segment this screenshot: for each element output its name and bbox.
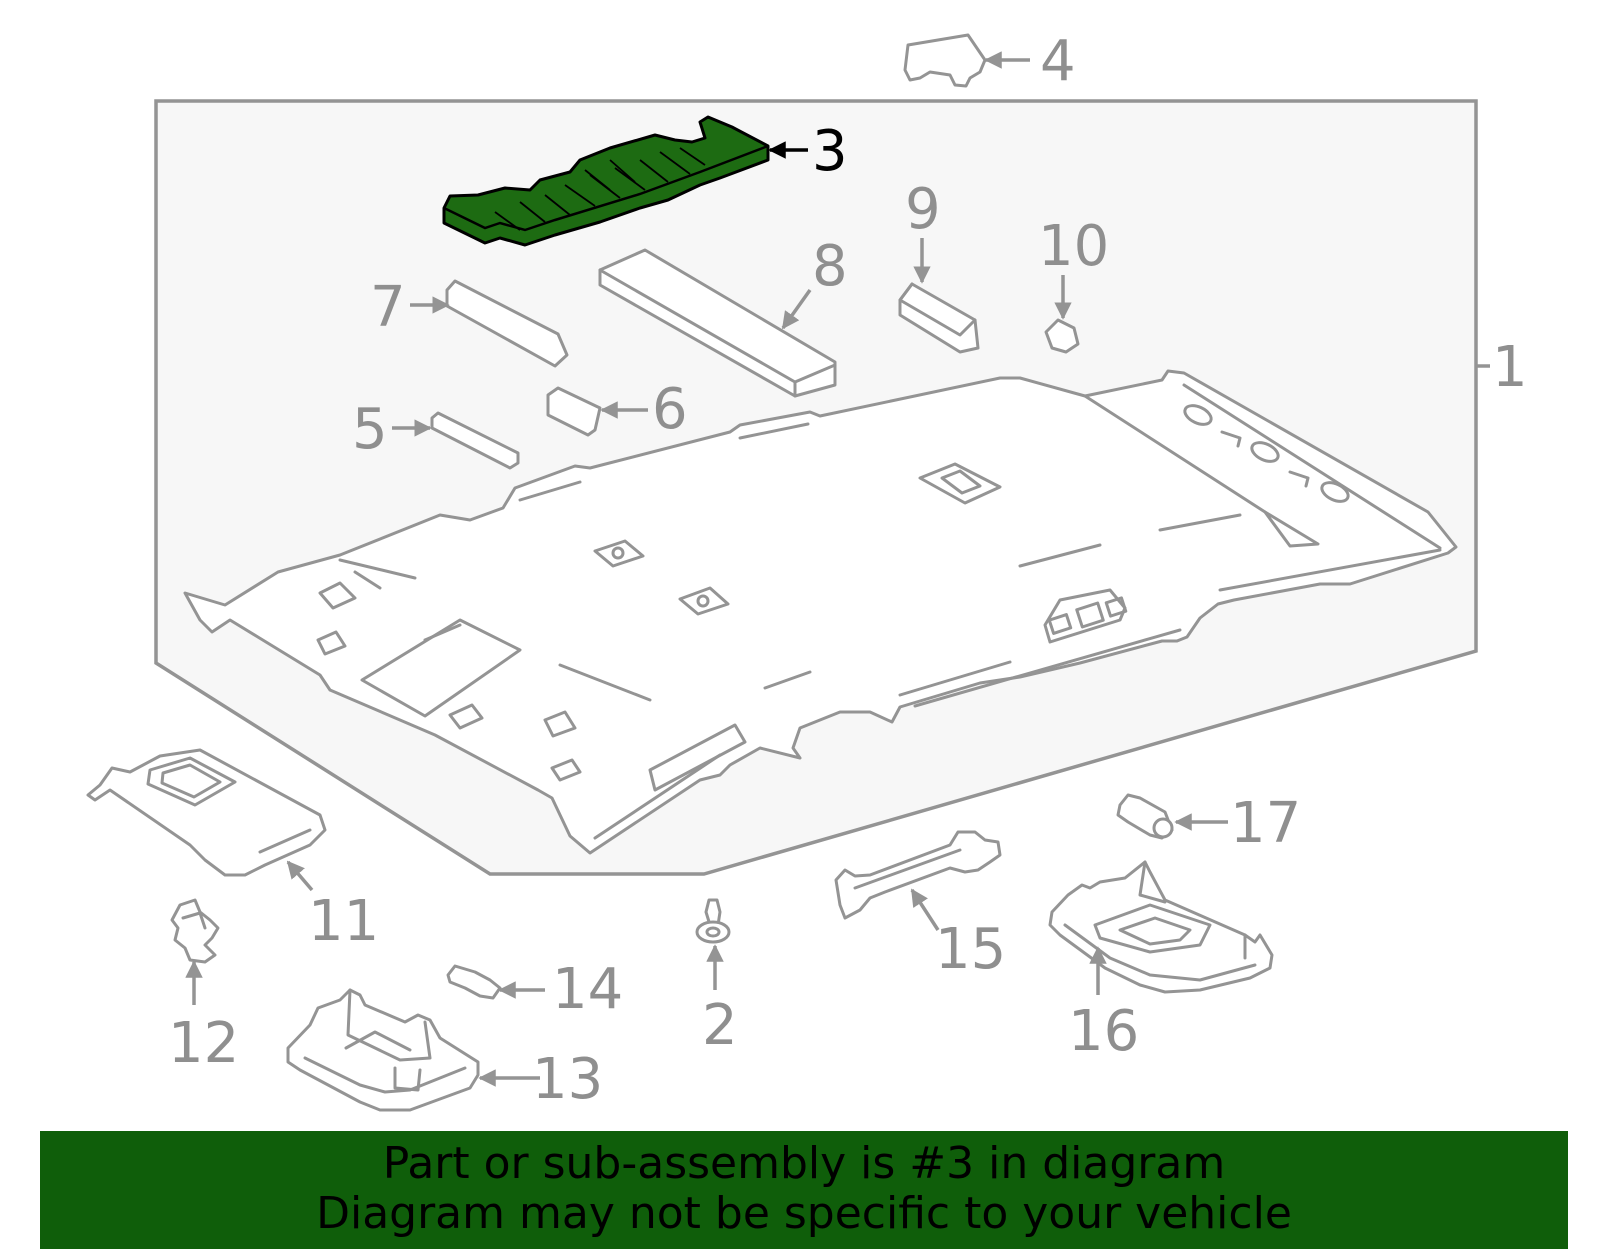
callout-4: 4 [1040, 29, 1076, 94]
callout-12: 12 [168, 1011, 239, 1076]
banner-line-part: Part or sub-assembly is #3 in diagram [382, 1138, 1226, 1189]
banner-line-disclaimer: Diagram may not be specific to your vehi… [316, 1188, 1292, 1239]
callout-5: 5 [352, 397, 388, 462]
callout-15: 15 [935, 917, 1006, 982]
part-5[interactable] [430, 411, 520, 470]
callout-9: 9 [905, 177, 941, 242]
part-16[interactable] [1048, 860, 1274, 994]
leader-lines [185, 51, 1490, 1087]
info-banner: Part or sub-assembly is #3 in diagram Di… [40, 1131, 1568, 1249]
callout-16: 16 [1068, 999, 1139, 1064]
part-15[interactable] [834, 830, 1002, 920]
callout-13: 13 [532, 1047, 603, 1112]
callout-1: 1 [1492, 335, 1528, 400]
callout-14: 14 [552, 957, 623, 1022]
headliner-panel[interactable] [183, 369, 1458, 855]
callout-7: 7 [370, 275, 406, 340]
part-2[interactable] [695, 898, 731, 944]
part-10[interactable] [1044, 318, 1080, 354]
callout-17: 17 [1230, 791, 1301, 856]
part-11[interactable] [86, 748, 327, 877]
callout-2: 2 [702, 993, 738, 1058]
part-3-highlighted[interactable] [442, 115, 770, 247]
part-12[interactable] [170, 898, 220, 964]
part-8[interactable] [598, 248, 837, 398]
callout-10: 10 [1038, 214, 1109, 279]
callout-3: 3 [812, 119, 848, 184]
callout-8: 8 [812, 234, 848, 299]
part-14[interactable] [446, 964, 502, 1000]
part-6[interactable] [546, 386, 602, 437]
part-13[interactable] [286, 988, 480, 1112]
callout-6: 6 [652, 377, 688, 442]
part-17[interactable] [1116, 793, 1174, 840]
part-4[interactable] [903, 33, 987, 88]
callout-11: 11 [308, 889, 379, 954]
callout-labels: 1 2 3 4 5 6 7 8 9 10 11 12 13 14 15 16 1… [168, 29, 1528, 1112]
